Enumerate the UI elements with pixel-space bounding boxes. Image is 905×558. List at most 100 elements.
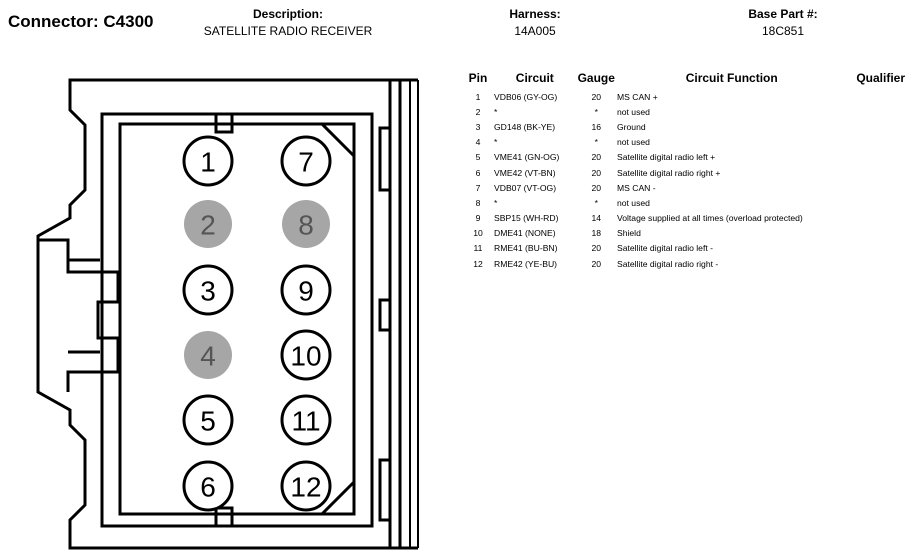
pin-circle [280,460,332,512]
qualifier-cell [846,104,905,119]
gauge-cell: * [594,197,598,208]
gauge-cell: 20 [591,243,602,254]
function-cell: not used [616,137,650,148]
qualifier-cell [846,180,905,195]
pin-cell: 8 [475,197,481,208]
pin-cell: 5 [475,152,481,163]
pin-circle [184,331,232,379]
col-header-circuit: Circuit [515,71,554,85]
circuit-cell: RME41 (BU-BN) [494,243,558,254]
circuit-cell: VDB07 (VT-OG) [494,182,557,193]
pin-circle [280,264,332,316]
pin-4: 4 [184,331,232,379]
harness-block: Harness: 14A005 [470,6,600,40]
pin-5: 5 [182,394,234,446]
description-value: SATELLITE RADIO RECEIVER [203,24,373,38]
pin-number: 10 [290,341,321,372]
pin-3: 3 [182,264,234,316]
pin-cell: 4 [475,137,481,148]
function-cell: Shield [616,228,641,239]
pin-circle [182,394,234,446]
circuit-cell: VME42 (VT-BN) [494,167,556,178]
function-cell: Voltage supplied at all times (overload … [616,213,803,224]
circuit-cell: * [494,197,498,208]
pin-cell: 1 [475,91,481,102]
harness-value: 14A005 [514,24,556,38]
col-header-gauge: Gauge [577,71,615,85]
table-row: 8**not used [462,195,905,210]
pin-6: 6 [182,460,234,512]
harness-label: Harness: [509,7,561,21]
circuit-cell: * [494,106,498,117]
pin-cell: 12 [473,258,483,269]
circuit-cell: RME42 (YE-BU) [494,258,558,269]
description-block: Description: SATELLITE RADIO RECEIVER [178,6,398,40]
gauge-cell: * [594,137,598,148]
pin-number: 1 [200,147,216,178]
col-header-qualifier: Qualifier [856,71,905,85]
table-row: 4**not used [462,135,905,150]
function-cell: Ground [616,121,646,132]
pin-circle [182,264,234,316]
pinout-rows: 1 VDB06 (GY-OG) 20 MS CAN + 2 * * not used 3 GD14… [462,89,905,271]
circuit-cell: DME41 (NONE) [494,228,556,239]
pin-number: 3 [200,276,216,307]
pin-cell: 6 [475,167,481,178]
gauge-cell: 20 [591,258,602,269]
base-part-block: Base Part #: 18C851 [718,6,848,40]
gauge-cell: 18 [591,228,602,239]
function-cell: not used [616,106,650,117]
gauge-cell: * [594,106,598,117]
description-label: Description: [252,7,323,21]
function-cell: MS CAN + [616,91,658,102]
pin-7: 7 [280,135,332,187]
pin-circle [280,394,332,446]
pin-number: 7 [298,147,314,178]
qualifier-cell [846,226,905,241]
pin-number: 12 [290,472,321,503]
pin-cell: 2 [475,106,481,117]
pin-circle [182,460,234,512]
circuit-cell: SBP15 (WH-RD) [494,213,559,224]
function-cell: Satellite digital radio right + [616,167,721,178]
pin-number: 9 [298,276,314,307]
circuit-cell: VDB06 (GY-OG) [494,91,558,102]
pin-circle [184,200,232,248]
table-row: 6 VME42 (VT-BN) 20 Satellite digital radio … [462,165,905,180]
pin-12: 12 [280,460,332,512]
qualifier-cell [846,256,905,271]
pin-1: 1 [182,135,234,187]
pin-cell: 3 [475,121,481,132]
table-row: 1 VDB06 (GY-OG) 20 MS CAN + [462,89,905,104]
pin-circle [280,329,332,381]
gauge-cell: 20 [591,91,602,102]
gauge-cell: 16 [591,121,602,132]
gauge-cell: 20 [591,167,602,178]
circuit-cell: GD148 (BK-YE) [494,121,556,132]
table-row: 3 GD148 (BK-YE) 16 Ground [462,119,905,134]
pin-8: 8 [282,200,330,248]
base-part-label: Base Part #: [748,7,818,21]
qualifier-cell [846,150,905,165]
connector-title: Connector: C4300 [8,12,154,31]
gauge-cell: 20 [591,152,602,163]
pin-10: 10 [280,329,332,381]
qualifier-cell [846,241,905,256]
gauge-cell: 14 [591,213,602,224]
pin-cell: 11 [473,243,483,254]
gauge-cell: 20 [591,182,602,193]
pin-2: 2 [184,200,232,248]
qualifier-cell [846,135,905,150]
col-header-pin: Pin [468,71,488,85]
pinout-header-row: Pin Circuit Gauge Circuit Function Quali… [462,71,905,89]
pin-11: 11 [280,394,332,446]
connector-outline [36,78,419,550]
pin-circle [282,200,330,248]
qualifier-cell [846,195,905,210]
pin-circle [182,135,234,187]
